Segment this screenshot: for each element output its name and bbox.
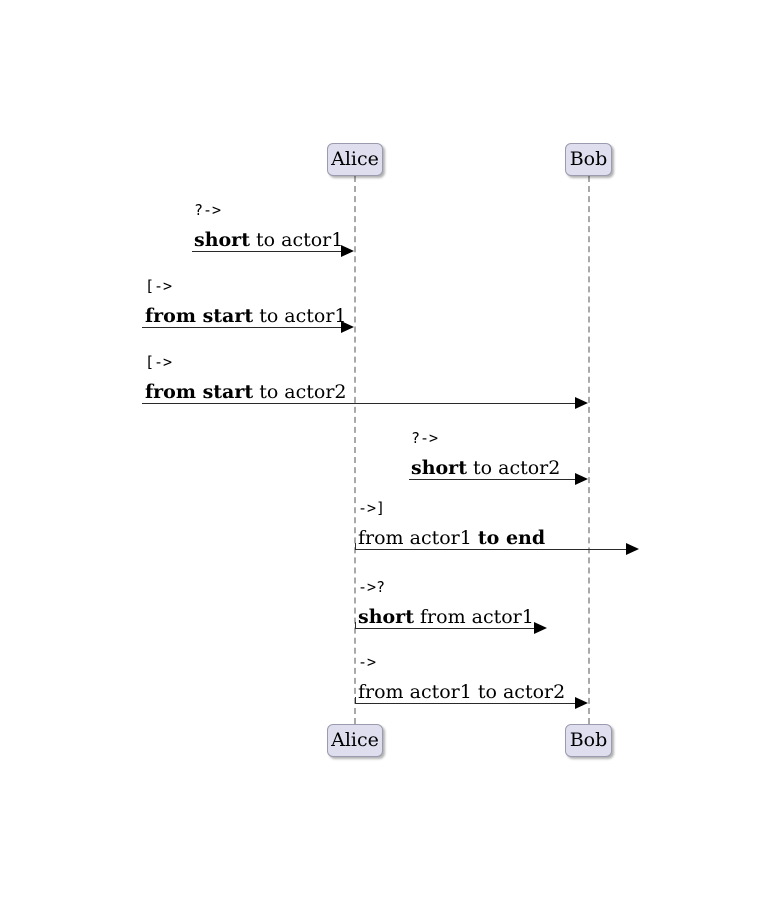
message-1-syntax: [->: [145, 277, 173, 295]
lifeline-alice: [354, 176, 356, 724]
message-3-label-bold: short: [411, 457, 467, 479]
message-5-arrowhead: [534, 622, 547, 634]
message-4-syntax: ->]: [358, 499, 386, 517]
message-5-syntax: ->?: [358, 578, 386, 596]
actor-footer-alice-label: Alice: [331, 729, 379, 751]
message-1-label: from start to actor1: [145, 307, 347, 326]
actor-footer-alice[interactable]: Alice: [327, 724, 383, 757]
message-3-syntax: ?->: [411, 429, 439, 447]
message-4-origin-tick: [355, 543, 356, 550]
message-0-label-rest: to actor1: [249, 229, 344, 251]
message-4-label-pre: from actor1: [358, 527, 478, 549]
actor-footer-bob[interactable]: Bob: [565, 724, 612, 757]
message-0-label-bold: short: [194, 229, 250, 251]
message-0-syntax: ?->: [194, 201, 222, 219]
lifeline-bob: [588, 176, 590, 724]
message-6-syntax: ->: [358, 653, 377, 671]
message-2-line[interactable]: [142, 403, 576, 404]
message-0-line[interactable]: [192, 251, 342, 252]
message-4-label: from actor1 to end: [358, 529, 545, 548]
message-3-arrowhead: [575, 473, 588, 485]
message-4-line[interactable]: [355, 549, 627, 550]
message-1-label-bold: from start: [145, 305, 254, 327]
message-3-line[interactable]: [409, 479, 576, 480]
message-3-label: short to actor2: [411, 459, 560, 478]
message-2-arrowhead: [575, 397, 588, 409]
message-3-label-rest: to actor2: [466, 457, 561, 479]
actor-header-alice[interactable]: Alice: [327, 143, 383, 176]
message-4-label-bold: to end: [477, 527, 546, 549]
message-6-arrowhead: [575, 697, 588, 709]
actor-header-bob[interactable]: Bob: [565, 143, 612, 176]
actor-header-alice-label: Alice: [331, 148, 379, 170]
message-6-line[interactable]: [355, 703, 576, 704]
message-1-line[interactable]: [142, 327, 342, 328]
message-2-label: from start to actor2: [145, 383, 347, 402]
message-6-label: from actor1 to actor2: [358, 681, 566, 703]
message-2-label-bold: from start: [145, 381, 254, 403]
message-5-label-rest: from actor1: [413, 606, 534, 628]
message-0-label: short to actor1: [194, 231, 343, 250]
message-5-label-bold: short: [358, 606, 414, 628]
message-5-line[interactable]: [355, 628, 535, 629]
message-5-label: short from actor1: [358, 608, 534, 627]
message-1-label-rest: to actor1: [253, 305, 347, 327]
actor-footer-bob-label: Bob: [569, 729, 608, 751]
message-2-label-rest: to actor2: [253, 381, 347, 403]
actor-header-bob-label: Bob: [569, 148, 608, 170]
message-6-origin-tick: [355, 697, 356, 704]
message-0-arrowhead: [341, 245, 354, 257]
message-4-arrowhead: [626, 543, 639, 555]
message-1-arrowhead: [341, 321, 354, 333]
message-2-syntax: [->: [145, 353, 173, 371]
message-5-origin-tick: [355, 622, 356, 629]
